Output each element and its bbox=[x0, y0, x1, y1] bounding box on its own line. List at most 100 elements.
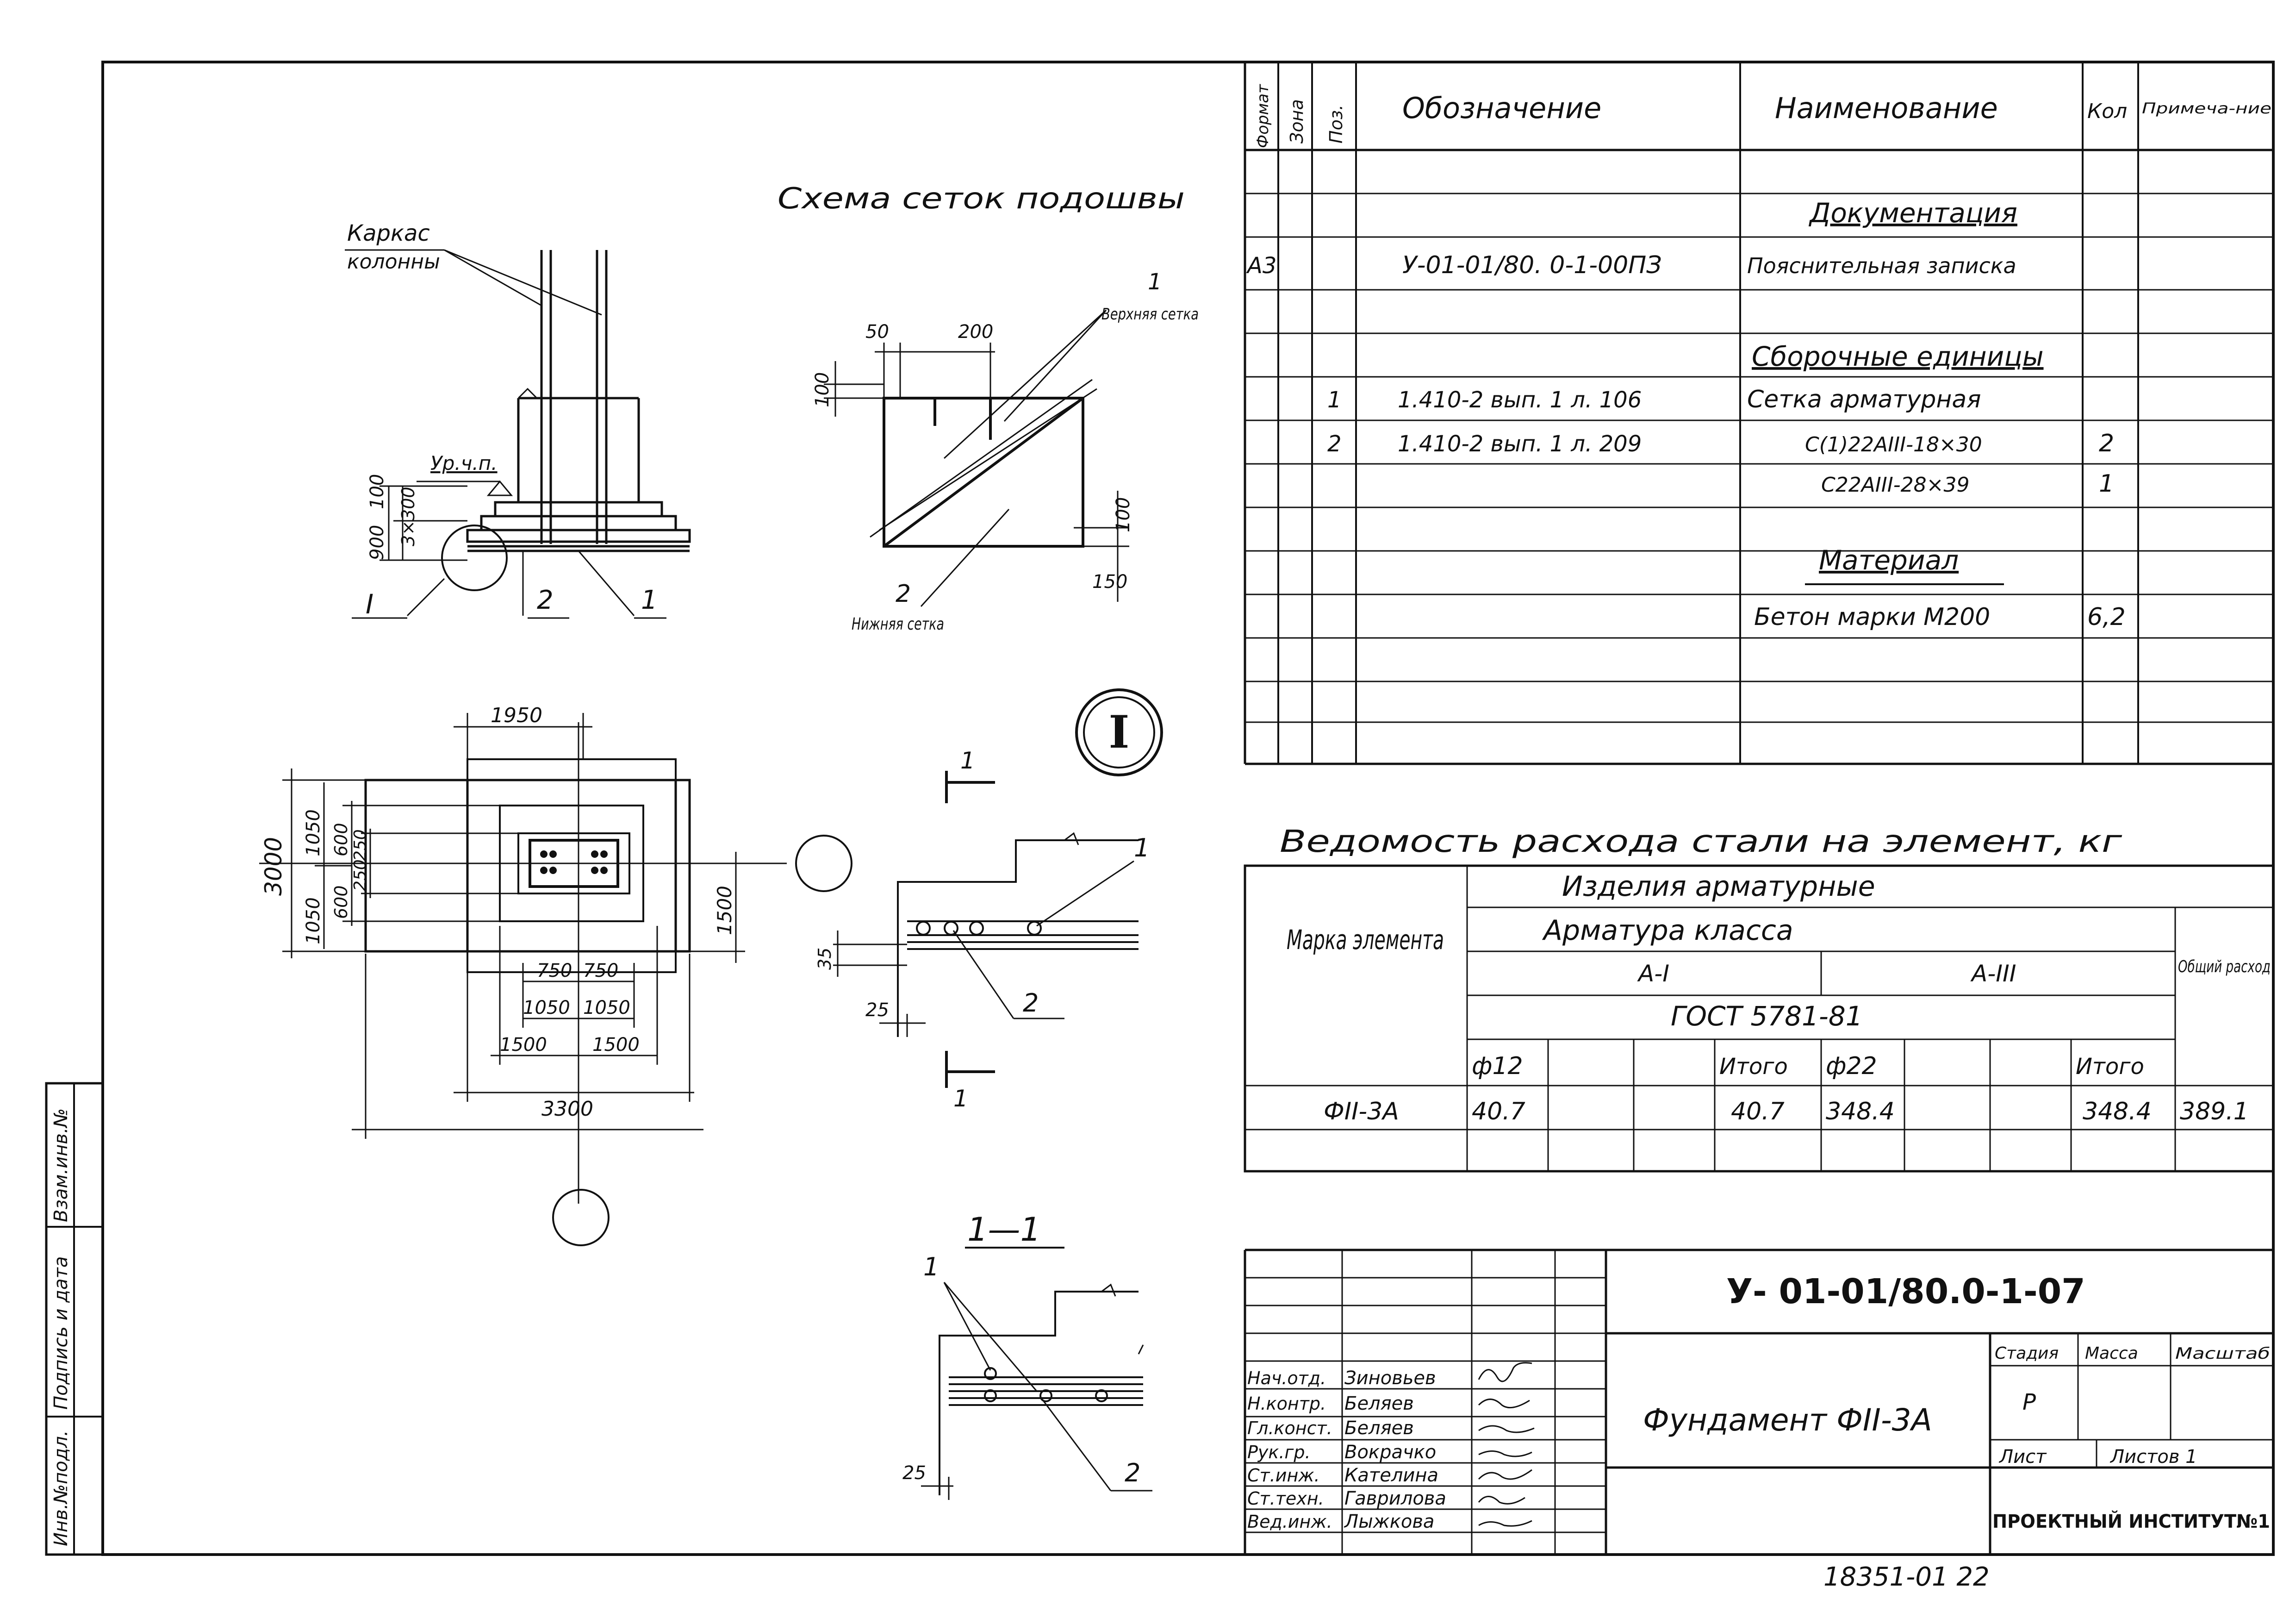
steel-gost: ГОСТ 5781-81 bbox=[1671, 1000, 1863, 1032]
name-5: Гаврилова bbox=[1344, 1488, 1446, 1509]
detail-mark-label: I bbox=[1109, 706, 1130, 758]
spec-table: Формат Зона Поз. Обозначение Наименовани… bbox=[1244, 62, 2273, 765]
spec-row-1-designation: 1.410-2 вып. 1 л. 106 bbox=[1398, 387, 1642, 413]
spec-header-pos: Поз. bbox=[1326, 105, 1346, 144]
title-doc-code: У- 01-01/80.0-1-07 bbox=[1726, 1272, 2085, 1312]
steel-row-d22: 348.4 bbox=[1826, 1098, 1895, 1125]
steel-table-title: Ведомость расхода стали на элемент, кг bbox=[1280, 824, 2122, 859]
role-0: Нач.отд. bbox=[1247, 1368, 1326, 1388]
plan-dim-top: 1950 bbox=[491, 704, 542, 727]
mesh-dim-100-left: 100 bbox=[812, 372, 833, 407]
mesh-lower-label: Нижняя сетка bbox=[852, 615, 944, 634]
section11-leader-1: 1 bbox=[923, 1252, 939, 1281]
mesh-dim-100-right: 100 bbox=[1113, 497, 1134, 532]
role-5: Ст.техн. bbox=[1247, 1488, 1324, 1509]
plan-dim-600-bottom: 600 bbox=[331, 885, 351, 919]
mesh-dim-150: 150 bbox=[1092, 571, 1127, 593]
name-6: Лыжкова bbox=[1344, 1511, 1434, 1532]
spec-row-1-name: Сетка арматурная bbox=[1747, 386, 1981, 413]
name-4: Кателина bbox=[1344, 1465, 1438, 1486]
section-title: 1—1 bbox=[967, 1211, 1041, 1249]
steel-col-d22: ф22 bbox=[1826, 1052, 1877, 1080]
section11-dim-25: 25 bbox=[902, 1462, 926, 1484]
steel-total-header: Общий расход bbox=[2178, 957, 2271, 976]
level-label: Ур.ч.п. bbox=[430, 452, 498, 475]
plan-dim-1500-left: 1500 bbox=[500, 1034, 547, 1056]
steel-items-header: Изделия арматурные bbox=[1562, 870, 1875, 903]
axis-bubble-bottom bbox=[552, 1189, 610, 1246]
steel-row-total1: 40.7 bbox=[1731, 1098, 1785, 1125]
title-mass-label: Масса bbox=[2085, 1344, 2138, 1363]
steel-row-d12: 40.7 bbox=[1472, 1098, 1525, 1125]
axis-bubble-right bbox=[795, 835, 852, 892]
mesh-pos-2: 2 bbox=[896, 580, 911, 608]
scheme-title: Схема сеток подошвы bbox=[778, 181, 1185, 215]
plan-dim-1500-right: 1500 bbox=[592, 1034, 640, 1056]
title-stage-label: Стадия bbox=[1995, 1344, 2059, 1363]
steel-class-header: Арматура класса bbox=[1542, 914, 1793, 947]
mesh-scheme: 50 200 100 100 150 1 Верхняя сетка 2 Ниж… bbox=[812, 269, 1199, 634]
detail-mark: I bbox=[1075, 688, 1163, 776]
name-2: Беляев bbox=[1344, 1418, 1414, 1439]
mesh-dim-50: 50 bbox=[865, 321, 889, 343]
elev-dim-3x300: 3×300 bbox=[398, 487, 418, 546]
spec-row-3-name: С22АIII-28×39 bbox=[1821, 473, 1969, 497]
role-3: Рук.гр. bbox=[1247, 1442, 1311, 1462]
section-dim-25: 25 bbox=[865, 999, 889, 1021]
spec-row-2-pos: 2 bbox=[1327, 431, 1342, 457]
signature-scribbles bbox=[1478, 1362, 1535, 1527]
stamp-inv-label: Инв.№подл. bbox=[50, 1430, 72, 1546]
steel-col-d12: ф12 bbox=[1472, 1052, 1523, 1080]
spec-row-2-designation: 1.410-2 вып. 1 л. 209 bbox=[1398, 431, 1642, 457]
bottom-archive-number: 18351-01 22 bbox=[1823, 1562, 1990, 1592]
steel-row-overall: 389.1 bbox=[2180, 1098, 2249, 1125]
section-detail: 1 1 1 2 35 25 1—1 bbox=[815, 747, 1152, 1500]
spec-header-note: Примеча-ние bbox=[2142, 100, 2271, 117]
plan-dim-1050-top: 1050 bbox=[303, 809, 324, 856]
title-stage-value: Р bbox=[2022, 1389, 2036, 1415]
spec-row-2-name: С(1)22АIII-18×30 bbox=[1805, 433, 1982, 456]
spec-section-assembly: Сборочные единицы bbox=[1752, 341, 2044, 372]
elev-dim-100: 100 bbox=[367, 474, 388, 509]
elev-mark-I: I bbox=[366, 588, 373, 620]
spec-row-3-qty: 1 bbox=[2099, 470, 2114, 498]
spec-row-doc-designation: У-01-01/80. 0-1-00ПЗ bbox=[1402, 251, 1662, 279]
title-scale-label: Масштаб bbox=[2175, 1344, 2270, 1363]
spec-header-name: Наименование bbox=[1775, 91, 1998, 125]
plan-dim-3000: 3000 bbox=[260, 837, 287, 896]
spec-header-designation: Обозначение bbox=[1402, 91, 1601, 125]
spec-row-mat-qty: 6,2 bbox=[2087, 603, 2126, 631]
steel-col-total2: Итого bbox=[2076, 1054, 2144, 1080]
plan-dim-750-right: 750 bbox=[583, 960, 618, 981]
title-organization: ПРОЕКТНЫЙ ИНСТИТУТ№1 bbox=[1992, 1510, 2270, 1532]
plan-dim-1050-bottom: 1050 bbox=[303, 897, 324, 944]
plan-dim-250-top: 250 bbox=[351, 829, 370, 861]
spec-header-zone: Зона bbox=[1287, 99, 1307, 144]
spec-row-2-qty: 2 bbox=[2099, 430, 2114, 457]
spec-row-doc-format: А3 bbox=[1246, 253, 1276, 279]
spec-header-qty: Кол bbox=[2087, 100, 2127, 123]
plan-dim-250-bottom: 250 bbox=[351, 859, 370, 891]
spec-header-format: Формат bbox=[1254, 84, 1272, 148]
section-mark-bottom: 1 bbox=[953, 1085, 968, 1112]
role-1: Н.контр. bbox=[1247, 1393, 1326, 1414]
spec-row-mat-name: Бетон марки М200 bbox=[1754, 603, 1990, 631]
section-mark-top: 1 bbox=[960, 747, 975, 774]
spec-row-1-pos: 1 bbox=[1327, 387, 1342, 413]
plan-dim-750-left: 750 bbox=[537, 960, 572, 981]
elev-dim-900: 900 bbox=[367, 525, 388, 560]
spec-section-material: Материал bbox=[1819, 544, 1959, 576]
elev-mark-1: 1 bbox=[641, 585, 658, 615]
spec-row-doc-name: Пояснительная записка bbox=[1747, 253, 2016, 278]
role-6: Вед.инж. bbox=[1247, 1512, 1332, 1532]
mesh-upper-label: Верхняя сетка bbox=[1101, 305, 1199, 324]
steel-col-total1: Итого bbox=[1719, 1054, 1788, 1080]
mesh-dim-200: 200 bbox=[958, 321, 993, 343]
name-1: Беляев bbox=[1344, 1393, 1414, 1414]
sheet-frame bbox=[101, 61, 2275, 1556]
name-3: Вокрачко bbox=[1344, 1442, 1436, 1463]
steel-class-a3: А-III bbox=[1970, 960, 2016, 987]
plan-dim-1050-left: 1050 bbox=[523, 997, 570, 1018]
section-leader-1: 1 bbox=[1134, 833, 1150, 862]
plan-view: 1950 3000 1050 1050 600 600 250 250 1500 bbox=[259, 704, 852, 1246]
